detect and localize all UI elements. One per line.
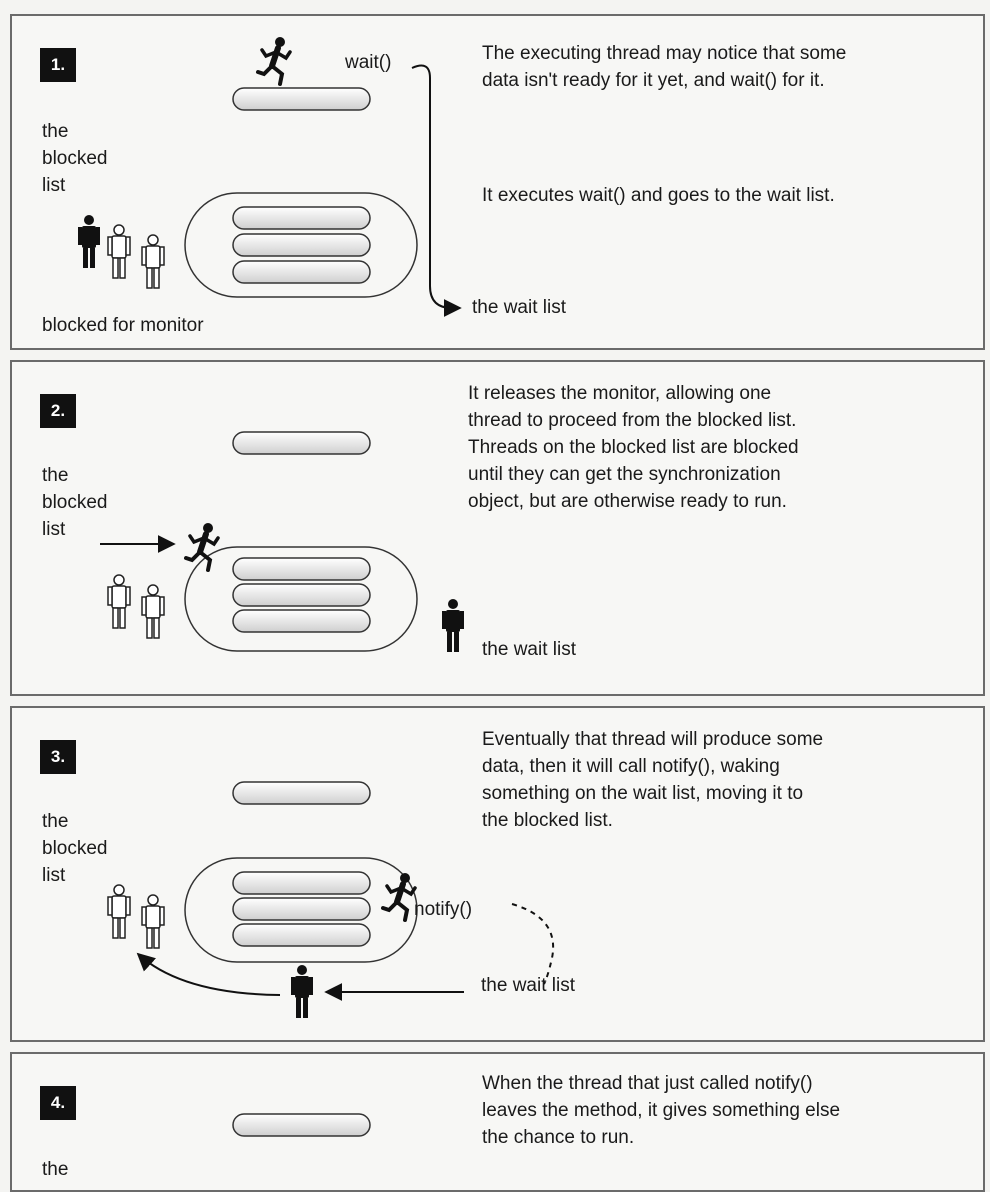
woken-thread-black [291, 965, 313, 1018]
step-number: 1. [40, 48, 76, 82]
waiting-thread-black [442, 599, 464, 652]
panel-description: It releases the monitor, allowing one th… [468, 383, 799, 512]
owner-to-blocked-arrow [136, 952, 281, 996]
blocked-thread-black [78, 215, 100, 268]
blocked-list-label: the [42, 1159, 69, 1180]
panel-description: Eventually that thread will produce some… [482, 729, 824, 831]
notify-call-label: notify() [414, 899, 473, 920]
method-slot-1 [232, 206, 371, 230]
blocked-thread-white-2 [141, 584, 165, 639]
blocked-list-label: the blocked list [42, 811, 108, 886]
method-slot-3 [232, 609, 371, 633]
step-number: 3. [40, 740, 76, 774]
wait-list-label: the wait list [481, 975, 575, 996]
running-slot [232, 1113, 371, 1137]
wait-list-label: the wait list [482, 639, 576, 660]
method-slot-2 [232, 583, 371, 607]
running-slot [232, 87, 371, 111]
notifying-thread-runner [383, 873, 415, 920]
panel-description-2: It executes wait() and goes to the wait … [482, 185, 835, 206]
panel-3-diagram [107, 781, 555, 1018]
panel-3: 3. the blocked list notify() the wait li… [10, 706, 985, 1042]
panel-2-diagram [100, 431, 464, 652]
panel-4-diagram [232, 1113, 371, 1137]
blocked-thread-white-2 [141, 894, 165, 949]
entering-thread-runner [186, 523, 218, 570]
step-number: 2. [40, 394, 76, 428]
monitor-enclosure [184, 546, 418, 652]
panel-description: The executing thread may notice that som… [482, 43, 847, 91]
method-slot-2 [232, 897, 371, 921]
wait-call-label: wait() [345, 52, 392, 73]
panel-1-diagram [78, 16, 462, 317]
blocked-list-label: the blocked list [42, 465, 108, 540]
method-slot-1 [232, 871, 371, 895]
monitor-enclosure [184, 192, 418, 298]
monitor-enclosure [184, 857, 418, 963]
wait-list-label: the wait list [472, 297, 566, 318]
panel-2: 2. the blocked list the wait list It rel… [10, 360, 985, 696]
blocked-thread-white-1 [107, 574, 131, 629]
panel-1: 1. wait() the blocked list blocked for m… [10, 14, 985, 350]
method-slot-1 [232, 557, 371, 581]
blocked-thread-white-1 [107, 884, 131, 939]
method-slot-3 [232, 260, 371, 284]
panel-4: 4. the When the thread that just called … [10, 1052, 985, 1192]
blocked-thread-white-1 [107, 224, 131, 279]
method-slot-3 [232, 923, 371, 947]
panel-description: When the thread that just called notify(… [482, 1073, 841, 1148]
step-number: 4. [40, 1086, 76, 1120]
running-slot [232, 431, 371, 455]
blocked-list-label: the blocked list [42, 121, 108, 196]
running-slot [232, 781, 371, 805]
method-slot-2 [232, 233, 371, 257]
blocked-thread-white-2 [141, 234, 165, 289]
blocked-for-monitor-label: blocked for monitor [42, 315, 204, 336]
wait-arrow [411, 64, 462, 317]
executing-thread-runner [258, 37, 290, 84]
notify-dashed-arrow [511, 903, 555, 985]
